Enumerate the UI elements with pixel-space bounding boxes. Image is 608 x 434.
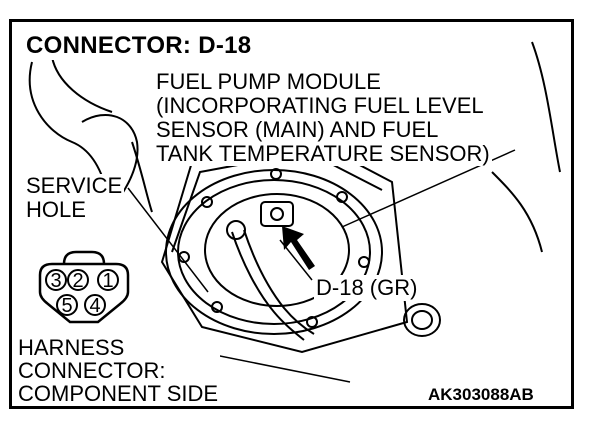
indicator-arrow (282, 226, 315, 270)
harness-connector-latch (62, 250, 106, 265)
pin-label: 4 (89, 295, 100, 317)
pin-5-circle (56, 294, 78, 316)
pin-1-circle (97, 269, 119, 291)
pin-label: 2 (72, 270, 83, 292)
module-label-line: FUEL PUMP MODULE (156, 69, 381, 94)
illustration: 3 2 1 5 4 (28, 41, 561, 383)
bolt (211, 301, 223, 313)
wiring-line (28, 61, 108, 193)
pin-2-circle (67, 269, 89, 291)
harness-label-line: HARNESS (18, 335, 125, 360)
diagram-title: CONNECTOR: D-18 (24, 32, 254, 60)
pin-label: 1 (102, 270, 113, 292)
wiring-line (131, 141, 153, 213)
figure-code: AK303088AB (427, 385, 535, 405)
service-hole-leader-line (127, 187, 209, 293)
diagram-frame: 3 2 1 5 4 CONNECTOR: D-18 FUEL PUMP MODU… (9, 19, 574, 409)
fuel-line (243, 229, 315, 335)
pin-4-circle (84, 294, 106, 316)
module-label-line: SENSOR (MAIN) AND FUEL (156, 117, 439, 142)
fuel-line-fitting (226, 220, 246, 240)
harness-connector-outline (38, 262, 130, 324)
harness-label-line: CONNECTOR: (18, 358, 166, 383)
fuel-line (231, 231, 305, 341)
bolt (270, 168, 282, 180)
pin-3-circle (45, 269, 67, 291)
module-top (204, 193, 350, 307)
harness-label-line: COMPONENT SIDE (18, 381, 219, 406)
pin-label: 5 (61, 295, 72, 317)
grommet-inner (411, 310, 433, 330)
wiring-line (81, 113, 139, 198)
module-label-line: TANK TEMPERATURE SENSOR) (156, 141, 490, 166)
bolt (336, 191, 348, 203)
body-panel-line (491, 171, 543, 253)
module-label-line: (INCORPORATING FUEL LEVEL (156, 93, 484, 118)
service-hole-label: SERVICE HOLE (24, 173, 125, 222)
connector-id-label: D-18 (GR) (314, 275, 420, 301)
pin-label: 3 (50, 270, 61, 292)
bolt (306, 316, 318, 328)
body-panel-line (531, 41, 561, 173)
grommet (403, 303, 441, 337)
service-hole-label-line: HOLE (26, 197, 86, 222)
bolt (358, 256, 370, 268)
wiring-line (51, 56, 113, 113)
fuel-pump-module-label: FUEL PUMP MODULE (INCORPORATING FUEL LEV… (154, 70, 492, 166)
bolt (201, 196, 213, 208)
service-hole-label-line: SERVICE (26, 173, 123, 198)
harness-connector-label: HARNESS CONNECTOR: COMPONENT SIDE (16, 335, 221, 406)
d18-connector-body (260, 201, 294, 227)
d18-connector-socket (270, 207, 284, 221)
